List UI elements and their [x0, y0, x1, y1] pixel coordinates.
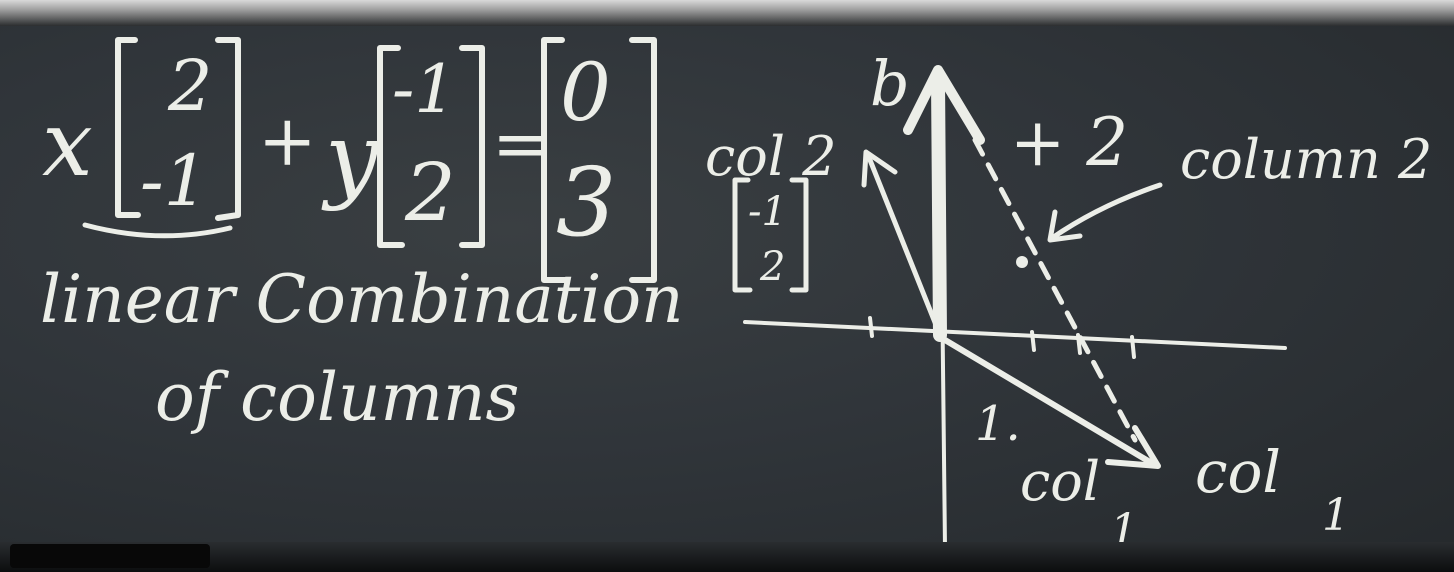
bracket-left-2 — [377, 45, 405, 248]
col1-label-a: col — [1020, 450, 1100, 513]
col1-sub-b: 1 — [1322, 490, 1350, 541]
b-arrowhead — [903, 65, 985, 145]
col2-vector-top: -1 — [748, 189, 787, 235]
col1-vector — [942, 337, 1158, 468]
col2-label: col 2 — [705, 125, 837, 188]
tick-neg1 — [868, 316, 874, 338]
one-label: 1. — [975, 396, 1021, 452]
eraser — [10, 544, 210, 568]
underline-col1 — [82, 222, 233, 239]
y-variable: y — [321, 103, 380, 213]
b-vector — [931, 73, 947, 342]
small-bracket-left — [732, 177, 753, 293]
rhs-bottom: 3 — [556, 148, 616, 258]
col2-top: -1 — [392, 51, 456, 128]
tick-3 — [1130, 335, 1136, 359]
caption-line1: linear Combination — [40, 261, 684, 338]
caption-line2: of columns — [155, 359, 519, 436]
x-variable: x — [42, 92, 93, 197]
midpoint-dot — [1016, 256, 1028, 268]
pointer-arrowhead — [1047, 209, 1083, 243]
equals-sign: = — [492, 103, 551, 185]
col2-vector-bottom: 2 — [759, 244, 785, 290]
board-top-ledge — [0, 0, 1454, 26]
bracket-right-rhs — [629, 37, 657, 283]
col1-arrowhead — [1105, 425, 1161, 469]
x-axis — [743, 320, 1287, 350]
col2-vector — [865, 152, 943, 338]
small-bracket-right — [789, 177, 809, 293]
col1-bottom: -1 — [140, 140, 208, 222]
bracket-left-rhs — [541, 37, 569, 283]
b-label: b — [870, 47, 910, 120]
plus-sign: + — [258, 100, 317, 182]
chalk-tray — [0, 542, 1454, 572]
rhs-top: 0 — [560, 46, 611, 139]
col1-label-b: col — [1195, 438, 1281, 506]
bracket-right-1 — [215, 37, 241, 221]
tick-1 — [1030, 330, 1036, 352]
bracket-right-2 — [459, 45, 485, 248]
plus-two-label: + 2 — [1010, 104, 1128, 181]
col1-top: 2 — [167, 45, 213, 127]
col2-arrowhead — [861, 149, 898, 188]
dashed-translate-line — [972, 137, 1138, 443]
bracket-left-1 — [115, 37, 141, 218]
col2-bottom: 2 — [404, 146, 456, 239]
pointer-arrow — [1049, 182, 1163, 241]
column2-label: column 2 — [1180, 128, 1432, 191]
